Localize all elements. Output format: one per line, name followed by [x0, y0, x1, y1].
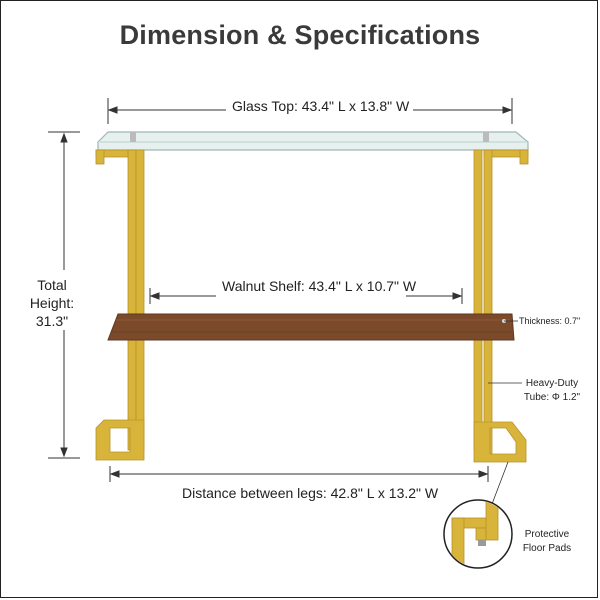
pads-line2: Floor Pads	[522, 543, 572, 554]
left-frame	[95, 149, 145, 461]
page-title: Dimension & Specifications	[119, 20, 481, 50]
tube-line1: Heavy-Duty	[525, 378, 579, 389]
walnut-shelf	[107, 313, 515, 341]
height-dimension-line	[48, 131, 80, 459]
total-height-line1: Total	[37, 277, 67, 293]
total-height-line2: Height:	[29, 295, 75, 311]
shelf-dimension-line	[149, 288, 463, 304]
floor-pad-detail	[443, 499, 513, 569]
tube-line2: Tube: Φ 1.2"	[523, 392, 581, 403]
legs-dimension-line	[109, 466, 489, 482]
thickness-label: Thickness: 0.7"	[519, 316, 581, 326]
tube-label: Heavy-Duty Tube: Φ 1.2"	[520, 377, 584, 405]
right-frame	[473, 149, 529, 463]
pads-line1: Protective	[524, 529, 570, 540]
pads-callout-line	[491, 461, 509, 505]
glass-top	[97, 131, 529, 151]
legs-distance-label: Distance between legs: 42.8" L x 13.2" W	[178, 485, 443, 501]
floor-pads-label: Protective Floor Pads	[512, 528, 582, 556]
total-height-label: Total Height: 31.3"	[20, 276, 84, 330]
walnut-shelf-label: Walnut Shelf: 43.4" L x 10.7" W	[218, 278, 421, 294]
glass-top-dimension-line	[107, 98, 513, 124]
glass-top-label: Glass Top: 43.4" L x 13.8" W	[228, 98, 414, 114]
total-height-line3: 31.3"	[35, 313, 69, 329]
